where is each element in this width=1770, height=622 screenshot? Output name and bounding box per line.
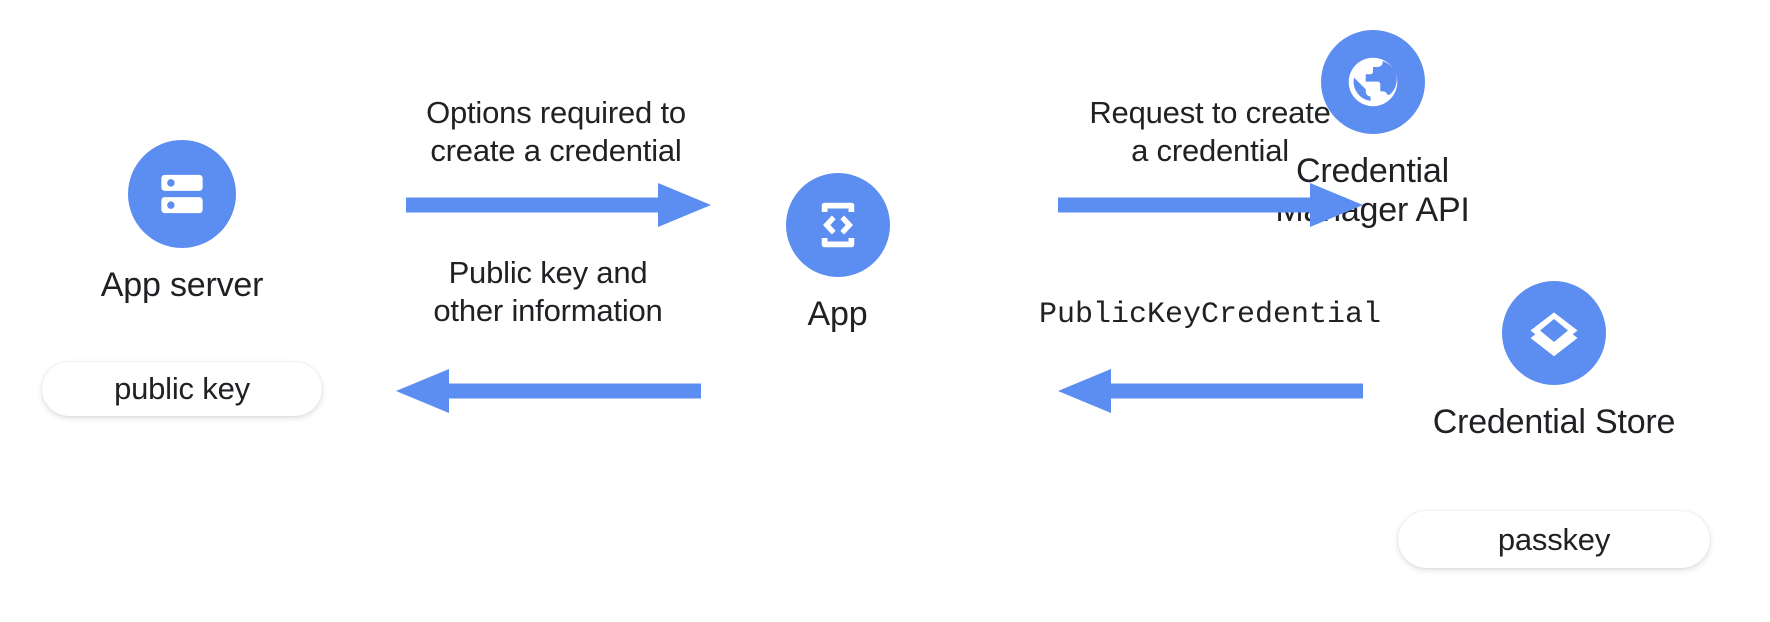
- pill-passkey-label: passkey: [1497, 521, 1611, 557]
- arrow-public-key-credential-label: PublicKeyCredential: [1038, 298, 1382, 332]
- node-app-label: App: [807, 295, 868, 333]
- pill-public-key: public key: [42, 362, 322, 416]
- node-credential-manager-api: Credential Manager API: [1230, 30, 1515, 231]
- globe-icon: [1320, 30, 1425, 134]
- server-icon: [128, 140, 236, 248]
- arrow-public-key-and-other-information-label: Public key and other information: [433, 255, 663, 329]
- layers-icon: [1502, 281, 1606, 385]
- arrow-public-key-credential: [1058, 369, 1363, 413]
- arrow-request-to-create: [1058, 183, 1363, 227]
- pill-public-key-label: public key: [114, 371, 250, 406]
- arrow-options-required-label: Options required to create a credential: [426, 95, 686, 169]
- node-credential-manager-api-label: Credential Manager API: [1275, 152, 1470, 230]
- node-credential-store-label: Credential Store: [1432, 403, 1676, 441]
- node-app-server: App server: [42, 140, 322, 305]
- node-app: App: [770, 173, 905, 334]
- arrow-options-required: [406, 183, 711, 227]
- arrow-public-key-and-other-information: [396, 369, 701, 413]
- node-app-server-label: App server: [100, 266, 264, 304]
- arrow-request-to-create-label: Request to create a credential: [1089, 95, 1331, 169]
- pill-passkey: passkey: [1398, 511, 1710, 568]
- node-credential-store: Credential Store: [1398, 281, 1710, 442]
- app-code-phone-icon: [785, 173, 890, 277]
